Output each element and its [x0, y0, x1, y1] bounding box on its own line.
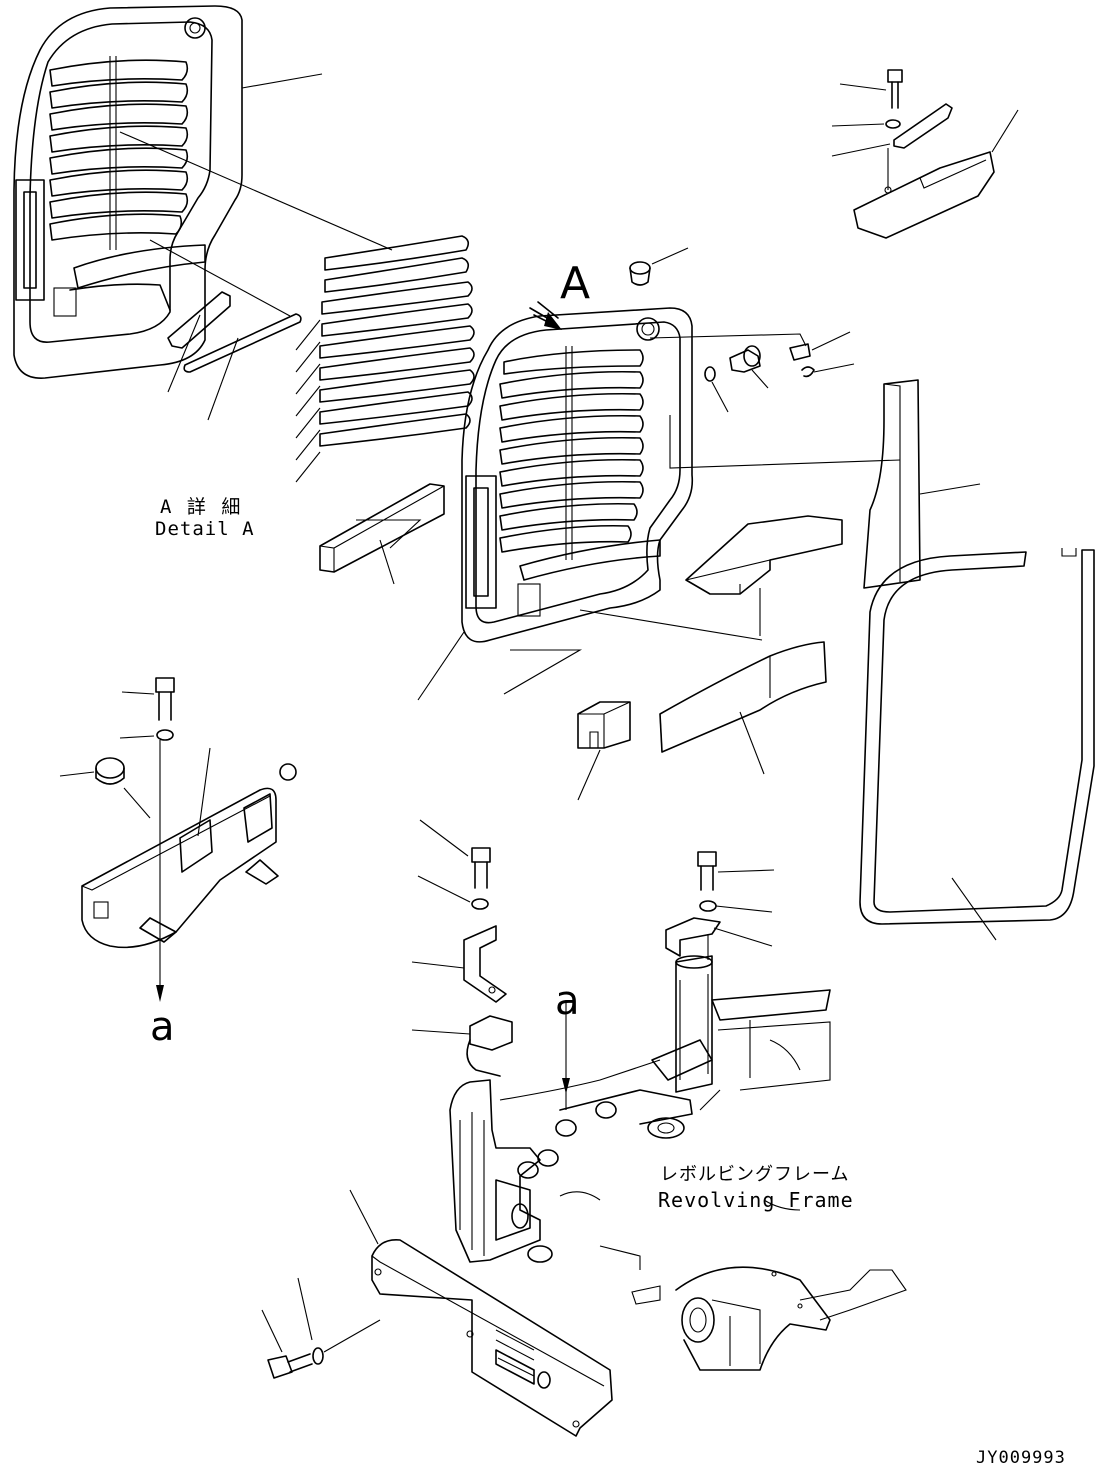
hinge-bolt [729, 345, 769, 389]
grommet-left [59, 747, 211, 837]
louver-strip-set [295, 235, 475, 483]
bolt-bottom [261, 1277, 381, 1379]
reference-a-left: a [150, 1004, 175, 1050]
detail-a-small-parts [167, 291, 302, 373]
detail-a-title-jp: A 詳 細 [160, 496, 243, 518]
revolving-frame-label-en: Revolving Frame [658, 1188, 854, 1212]
bolt-right [665, 851, 775, 960]
detail-a-title-en: Detail A [155, 518, 255, 540]
main-grille-door [461, 307, 694, 643]
long-seal-strip [503, 641, 827, 775]
foam-block-right [685, 515, 843, 636]
door-leaders [417, 415, 901, 701]
revolving-frame-label-jp: レボルビングフレーム [660, 1164, 850, 1185]
detail-a-cover [13, 5, 243, 379]
front-lower-cover [349, 1189, 613, 1437]
corner-block [577, 701, 631, 801]
revolving-frame [449, 955, 907, 1371]
bolt-left [119, 677, 175, 1002]
clamp-block [411, 1015, 513, 1077]
clip-parts [649, 331, 855, 378]
detail-a-louvers [49, 59, 189, 241]
detail-a-leaders [119, 73, 393, 421]
view-a-label: A [560, 258, 591, 309]
left-side-cover [81, 763, 297, 949]
l-bracket-center [411, 925, 507, 1003]
reference-a-center: a [555, 978, 580, 1024]
grommet-top [629, 247, 689, 286]
bolt-center [417, 819, 491, 910]
bracket-assembly-top-right [831, 69, 1019, 239]
foam-block-left [319, 483, 445, 585]
door-frame-seal [859, 548, 1095, 941]
washer-small [704, 366, 729, 413]
vertical-seal [863, 379, 981, 589]
drawing-number: JY009993 [976, 1448, 1066, 1468]
view-direction-arrow [529, 301, 562, 330]
